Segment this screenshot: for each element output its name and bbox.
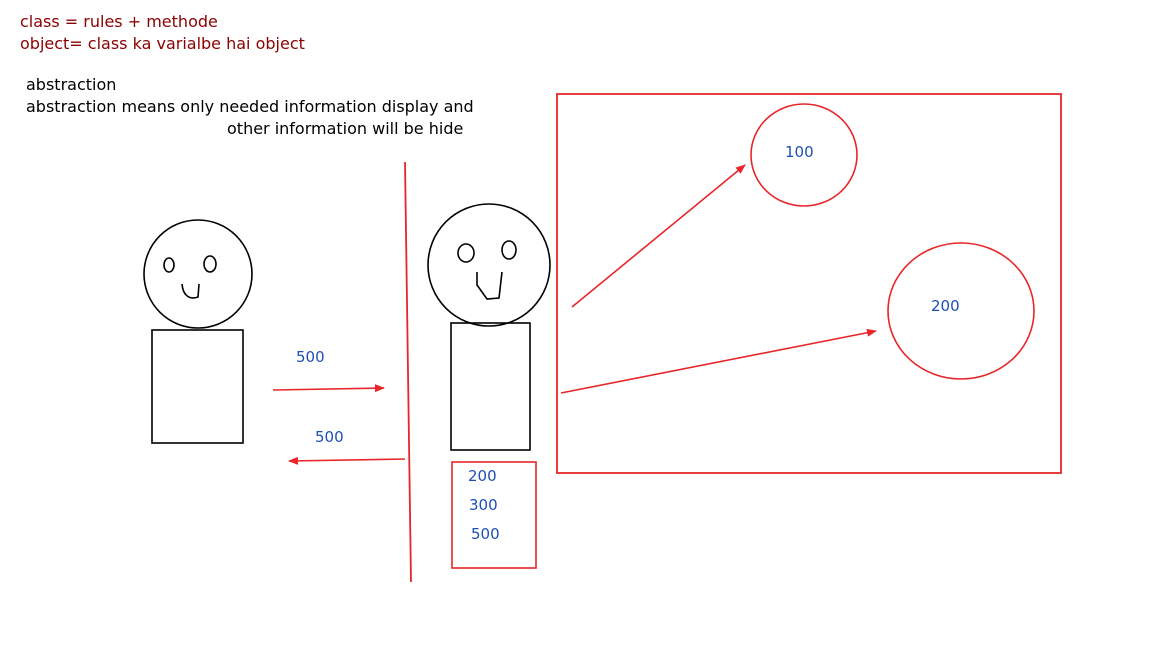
return-amount-label: 500 bbox=[315, 428, 344, 446]
value-circle-top-label: 100 bbox=[785, 143, 814, 161]
right-person-left-eye bbox=[457, 243, 475, 263]
arrow-to-top-circle bbox=[571, 164, 746, 308]
left-person-head bbox=[143, 219, 253, 329]
left-person-figure bbox=[143, 219, 253, 444]
send-amount-label: 500 bbox=[296, 348, 325, 366]
abstraction-line-1: abstraction means only needed informatio… bbox=[26, 97, 474, 116]
value-circle-top bbox=[750, 103, 858, 207]
value-circle-bottom bbox=[887, 242, 1035, 380]
arrow-to-bottom-circle bbox=[560, 328, 877, 394]
right-person-body bbox=[450, 322, 531, 451]
hidden-value-3: 500 bbox=[471, 525, 500, 543]
note-object-definition: object= class ka varialbe hai object bbox=[20, 34, 305, 53]
abstraction-heading: abstraction bbox=[26, 75, 116, 94]
hidden-value-2: 300 bbox=[469, 496, 498, 514]
note-class-definition: class = rules + methode bbox=[20, 12, 218, 31]
left-person-mouth bbox=[181, 283, 200, 299]
return-arrow bbox=[288, 456, 406, 465]
right-person-head bbox=[427, 203, 551, 327]
internal-details-frame bbox=[556, 93, 1062, 474]
right-person-mouth bbox=[476, 271, 503, 300]
abstraction-line-2: other information will be hide bbox=[227, 119, 463, 138]
left-person-body bbox=[151, 329, 244, 444]
right-person-figure bbox=[427, 203, 551, 451]
right-person-right-eye bbox=[501, 240, 517, 260]
hidden-value-1: 200 bbox=[468, 467, 497, 485]
hidden-values-box bbox=[451, 461, 537, 569]
abstraction-divider-line bbox=[404, 161, 412, 583]
left-person-right-eye bbox=[203, 255, 217, 273]
left-person-left-eye bbox=[163, 257, 175, 273]
value-circle-bottom-label: 200 bbox=[931, 297, 960, 315]
send-arrow bbox=[272, 384, 385, 393]
